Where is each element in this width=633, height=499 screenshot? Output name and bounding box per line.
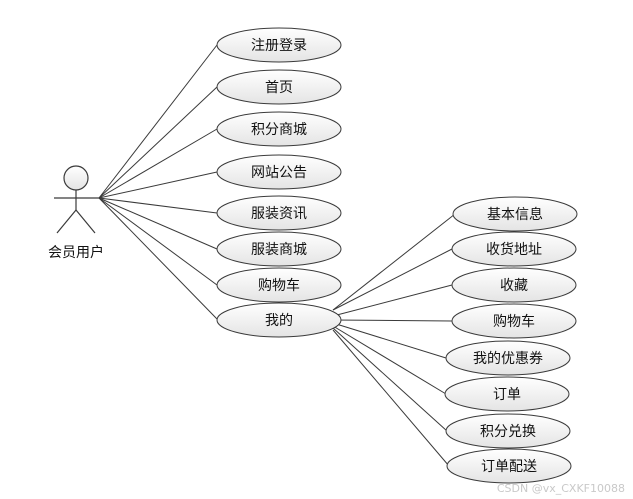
use-case-site-announcement[interactable]: 网站公告 <box>216 154 342 190</box>
use-case-shopping-cart[interactable]: 购物车 <box>216 267 342 303</box>
use-case-label: 我的 <box>265 313 293 329</box>
link-mine-s1 <box>332 213 456 311</box>
use-case-label: 购物车 <box>258 277 300 294</box>
sub-use-case-shipping-address[interactable]: 收货地址 <box>451 231 577 267</box>
link-mine-s4 <box>332 319 453 322</box>
sub-use-case-my-coupons[interactable]: 我的优惠券 <box>445 340 571 376</box>
use-case-clothing-mall[interactable]: 服装商城 <box>216 231 342 267</box>
use-case-label: 服装商城 <box>251 242 307 258</box>
actor-head <box>63 165 89 191</box>
link-actor-uc5 <box>98 197 218 214</box>
sub-use-case-list: 基本信息 收货地址 收藏 购物车 我的优惠券 订单 <box>444 196 578 484</box>
use-case-home[interactable]: 首页 <box>216 69 342 105</box>
link-mine-s6 <box>332 325 447 395</box>
link-actor-uc6 <box>98 197 218 250</box>
link-actor-uc8 <box>98 197 218 320</box>
use-case-label: 基本信息 <box>487 206 543 223</box>
mine-connections <box>332 213 456 467</box>
use-case-points-mall[interactable]: 积分商城 <box>216 111 342 147</box>
use-case-label: 收货地址 <box>486 241 542 258</box>
sub-use-case-favorites[interactable]: 收藏 <box>451 267 577 303</box>
use-case-label: 订单配送 <box>481 459 537 475</box>
sub-use-case-shopping-cart[interactable]: 购物车 <box>451 303 577 339</box>
use-case-list: 注册登录 首页 积分商城 网站公告 服装资讯 服装商城 <box>216 27 342 338</box>
link-mine-s8 <box>332 329 450 467</box>
link-actor-uc3 <box>98 128 218 199</box>
link-mine-s2 <box>332 248 453 311</box>
use-case-label: 收藏 <box>500 278 528 294</box>
actor-member-user <box>54 165 99 234</box>
use-case-label: 注册登录 <box>251 38 307 54</box>
sub-use-case-orders[interactable]: 订单 <box>444 376 570 412</box>
link-actor-uc2 <box>98 86 218 199</box>
link-mine-s5 <box>332 322 447 359</box>
sub-use-case-basic-info[interactable]: 基本信息 <box>452 196 578 232</box>
use-case-label: 我的优惠券 <box>473 351 543 367</box>
use-case-label: 购物车 <box>493 313 535 330</box>
link-mine-s3 <box>332 284 453 317</box>
use-case-label: 首页 <box>265 80 293 96</box>
watermark-text: CSDN @vx_CXKF10088 <box>497 482 625 495</box>
use-case-clothing-news[interactable]: 服装资讯 <box>216 195 342 231</box>
link-mine-s7 <box>332 327 448 432</box>
actor-right-leg <box>75 209 96 234</box>
sub-use-case-points-exchange[interactable]: 积分兑换 <box>445 413 571 449</box>
actor-connections <box>98 44 218 320</box>
use-case-label: 网站公告 <box>251 165 307 181</box>
link-actor-uc1 <box>98 44 218 199</box>
link-actor-uc4 <box>98 171 218 199</box>
use-case-label: 积分商城 <box>251 122 307 138</box>
use-case-mine[interactable]: 我的 <box>216 302 342 338</box>
use-case-register-login[interactable]: 注册登录 <box>216 27 342 63</box>
actor-label: 会员用户 <box>48 244 104 261</box>
use-case-label: 订单 <box>493 387 521 403</box>
use-case-label: 服装资讯 <box>251 206 307 222</box>
actor-left-leg <box>56 209 77 234</box>
use-case-label: 积分兑换 <box>480 423 536 440</box>
link-actor-uc7 <box>98 197 218 286</box>
sub-use-case-order-delivery[interactable]: 订单配送 <box>446 448 572 484</box>
